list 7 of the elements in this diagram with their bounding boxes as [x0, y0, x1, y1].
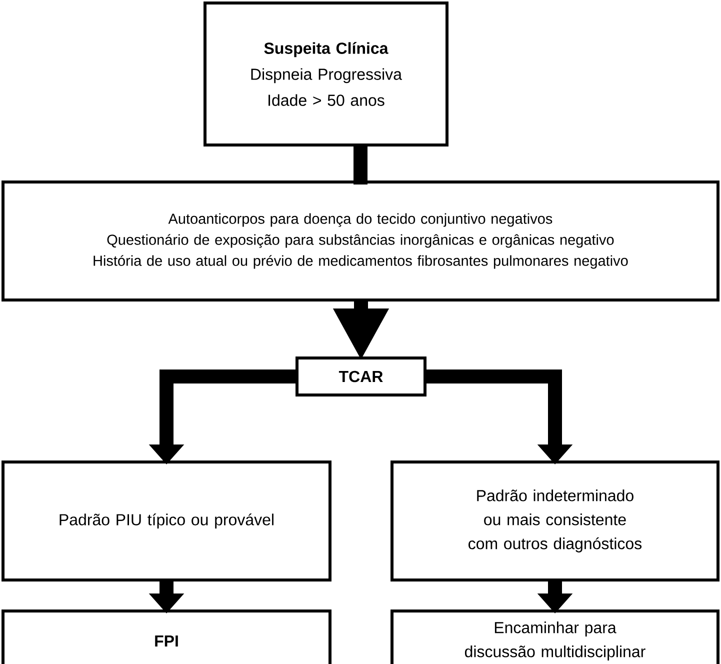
- process-box: FPI: [2, 610, 332, 664]
- process-box: Suspeita Clínica Dispneia Progressiva Idade > 50 anos: [204, 2, 448, 146]
- process-box: Padrão indeterminado ou mais consistente com outros diagnósticos: [390, 460, 720, 582]
- process-box: Encaminhar para discussão multidisciplinar: [390, 610, 720, 664]
- process-box: Autoanticorpos para doença do tecido conjuntivo negativos Questionário de exposição para substâncias inorgânicas e orgânicas negativo História de uso atual ou prévio de medicamentos fibrosantes pulmonares negativo: [2, 180, 720, 302]
- process-box: TCAR: [296, 356, 426, 396]
- process-box: Padrão PIU típico ou provável: [2, 460, 332, 582]
